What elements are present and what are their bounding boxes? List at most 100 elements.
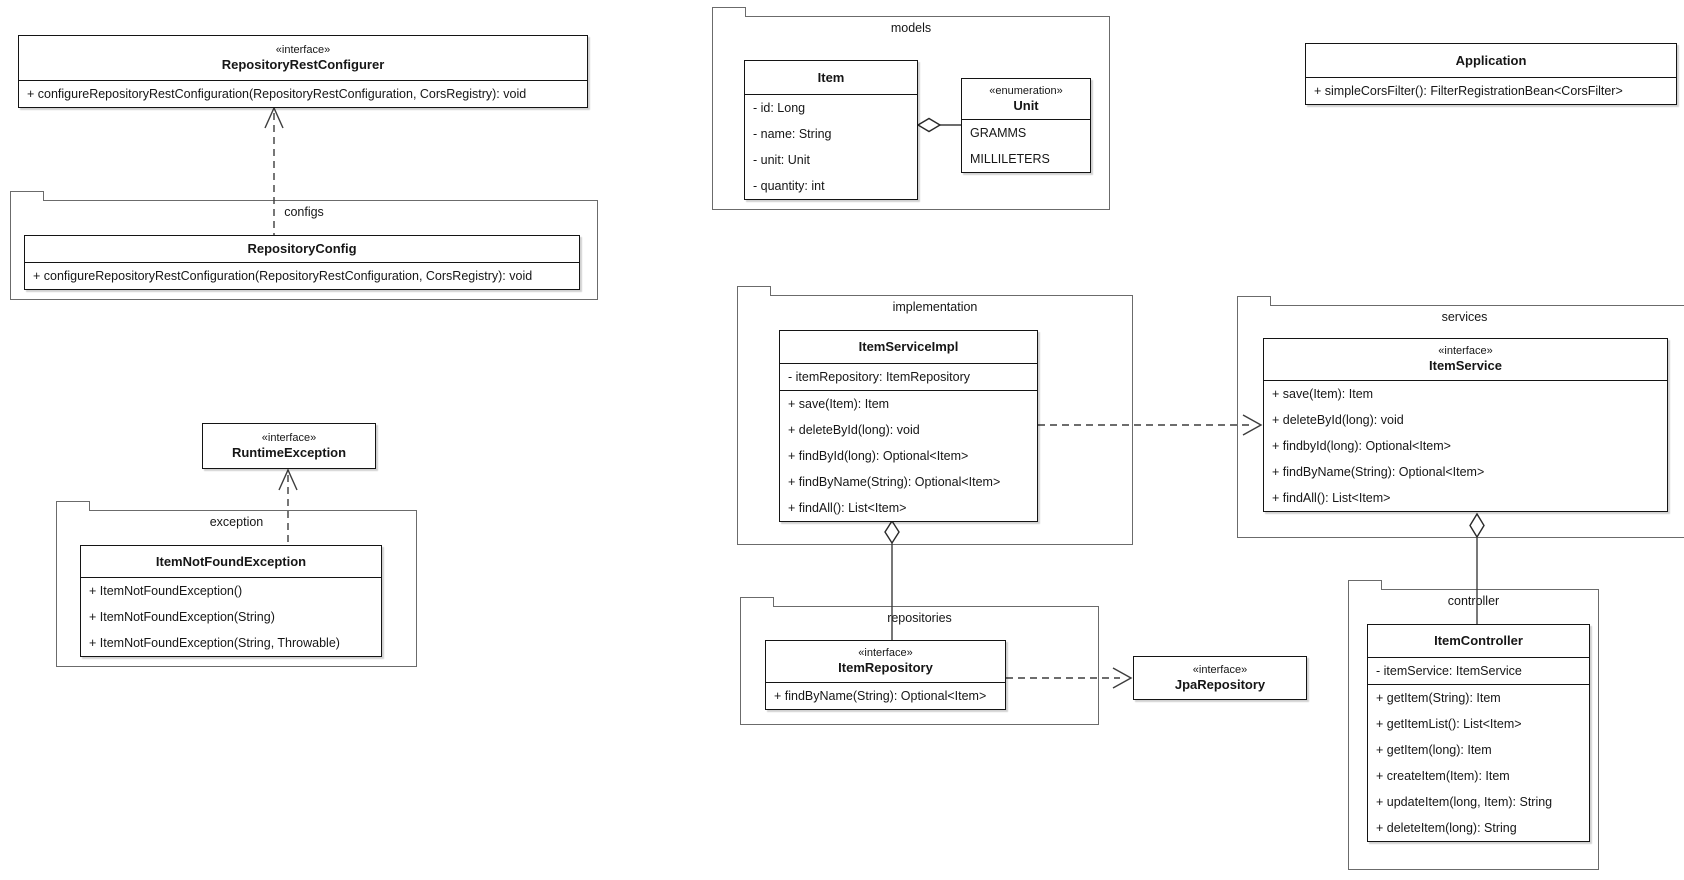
method-row: + deleteById(long): void (1272, 413, 1404, 427)
class-header: RepositoryConfig (25, 236, 579, 263)
package-tab (737, 286, 771, 296)
class-header: «interface» JpaRepository (1134, 657, 1306, 699)
method-row: + simpleCorsFilter(): FilterRegistration… (1314, 84, 1623, 98)
class-name: Item (817, 69, 845, 85)
methods-section: + findByName(String): Optional<Item> (766, 683, 1005, 709)
attribute-row: - unit: Unit (753, 153, 810, 167)
method-row: + getItem(long): Item (1376, 743, 1492, 757)
enum-unit: «enumeration» Unit GRAMMS MILLILETERS (961, 78, 1091, 173)
attributes-section: - id: Long - name: String - unit: Unit -… (745, 95, 917, 199)
attribute-row: - id: Long (753, 101, 806, 115)
package-label: exception (209, 515, 264, 529)
class-name: ItemRepository (838, 660, 933, 675)
class-header: ItemNotFoundException (81, 546, 381, 578)
method-row: + findAll(): List<Item> (1272, 491, 1391, 505)
methods-section: + configureRepositoryRestConfiguration(R… (25, 263, 579, 289)
package-controller: controller (1348, 580, 1599, 870)
class-name: RepositoryConfig (247, 241, 357, 256)
methods-section: + save(Item): Item + deleteById(long): v… (780, 390, 1037, 521)
class-stereotype: «interface» (275, 43, 331, 56)
method-row: + createItem(Item): Item (1376, 769, 1510, 783)
package-exception: exception (56, 501, 417, 667)
package-label: controller (1447, 594, 1500, 608)
class-item-service-impl: ItemServiceImpl - itemRepository: ItemRe… (779, 330, 1038, 522)
package-services: services (1237, 296, 1684, 538)
method-row: + ItemNotFoundException(String) (89, 610, 275, 624)
method-row: + findbyId(long): Optional<Item> (1272, 439, 1451, 453)
class-name: Unit (1013, 97, 1039, 113)
method-row: + ItemNotFoundException() (89, 584, 243, 598)
package-tab (56, 501, 90, 511)
class-name: ItemNotFoundException (155, 553, 307, 569)
method-row: + findByName(String): Optional<Item> (774, 689, 987, 703)
class-header: «enumeration» Unit (962, 79, 1090, 120)
class-stereotype: «enumeration» (989, 84, 1063, 97)
attribute-row: - name: String (753, 127, 832, 141)
package-repositories: repositories (740, 597, 1099, 725)
methods-section: + configureRepositoryRestConfiguration(R… (19, 81, 587, 107)
enum-literal-row: MILLILETERS (970, 152, 1050, 166)
package-label: repositories (887, 611, 952, 625)
class-stereotype: «interface» (1192, 663, 1248, 676)
class-name: ItemService (1429, 358, 1502, 373)
class-repository-rest-configurer: «interface» RepositoryRestConfigurer + c… (18, 35, 588, 108)
attributes-section: - itemService: ItemService (1368, 658, 1589, 684)
package-models: models (712, 7, 1110, 210)
literals-section: GRAMMS MILLILETERS (962, 120, 1090, 172)
class-header: «interface» RuntimeException (203, 424, 375, 468)
class-item-controller: ItemController - itemService: ItemServic… (1367, 624, 1590, 842)
method-row: + save(Item): Item (788, 397, 890, 411)
method-row: + deleteById(long): void (788, 423, 920, 437)
class-application: Application + simpleCorsFilter(): Filter… (1305, 43, 1677, 105)
attribute-row: - quantity: int (753, 179, 825, 193)
class-header: «interface» RepositoryRestConfigurer (19, 36, 587, 81)
method-row: + save(Item): Item (1272, 387, 1374, 401)
package-implementation: implementation (737, 286, 1133, 545)
methods-section: + getItem(String): Item + getItemList():… (1368, 684, 1589, 841)
class-item: Item - id: Long - name: String - unit: U… (744, 60, 918, 200)
class-header: «interface» ItemService (1264, 339, 1667, 381)
method-row: + findByName(String): Optional<Item> (788, 475, 1001, 489)
class-item-not-found-exception: ItemNotFoundException + ItemNotFoundExce… (80, 545, 382, 657)
class-name: JpaRepository (1174, 676, 1266, 692)
attributes-section: - itemRepository: ItemRepository (780, 364, 1037, 390)
class-name: Application (1455, 52, 1527, 68)
attribute-row: - itemService: ItemService (1376, 664, 1522, 678)
class-stereotype: «interface» (261, 431, 317, 444)
class-header: ItemServiceImpl (780, 331, 1037, 364)
class-header: ItemController (1368, 625, 1589, 658)
methods-section: + save(Item): Item + deleteById(long): v… (1264, 381, 1667, 511)
package-configs: configs (10, 191, 598, 300)
method-row: + updateItem(long, Item): String (1376, 795, 1553, 809)
method-row: + getItem(String): Item (1376, 691, 1501, 705)
package-tab (740, 597, 774, 607)
method-row: + configureRepositoryRestConfiguration(R… (27, 87, 527, 101)
attribute-row: - itemRepository: ItemRepository (788, 370, 971, 384)
enum-literal-row: GRAMMS (970, 126, 1027, 140)
package-tab (712, 7, 746, 17)
interface-jpa-repository: «interface» JpaRepository (1133, 656, 1307, 700)
methods-section: + simpleCorsFilter(): FilterRegistration… (1306, 78, 1676, 104)
package-label: services (1441, 310, 1488, 324)
method-row: + findAll(): List<Item> (788, 501, 907, 515)
class-header: «interface» ItemRepository (766, 641, 1005, 683)
package-tab (10, 191, 44, 201)
method-row: + deleteItem(long): String (1376, 821, 1517, 835)
class-stereotype: «interface» (858, 647, 913, 659)
class-name: RepositoryRestConfigurer (221, 56, 385, 72)
class-name: ItemServiceImpl (858, 339, 959, 354)
package-label: implementation (892, 300, 978, 314)
method-row: + getItemList(): List<Item> (1376, 717, 1522, 731)
method-row: + ItemNotFoundException(String, Throwabl… (89, 636, 340, 650)
interface-item-service: «interface» ItemService + save(Item): It… (1263, 338, 1668, 512)
package-tab (1348, 580, 1382, 590)
class-repository-config: RepositoryConfig + configureRepositoryRe… (24, 235, 580, 290)
class-stereotype: «interface» (1438, 345, 1493, 357)
class-name: RuntimeException (231, 444, 347, 460)
class-header: Item (745, 61, 917, 95)
class-runtime-exception: «interface» RuntimeException (202, 423, 376, 469)
class-name: ItemController (1434, 633, 1523, 648)
methods-section: + ItemNotFoundException() + ItemNotFound… (81, 578, 381, 656)
interface-item-repository: «interface» ItemRepository + findByName(… (765, 640, 1006, 710)
